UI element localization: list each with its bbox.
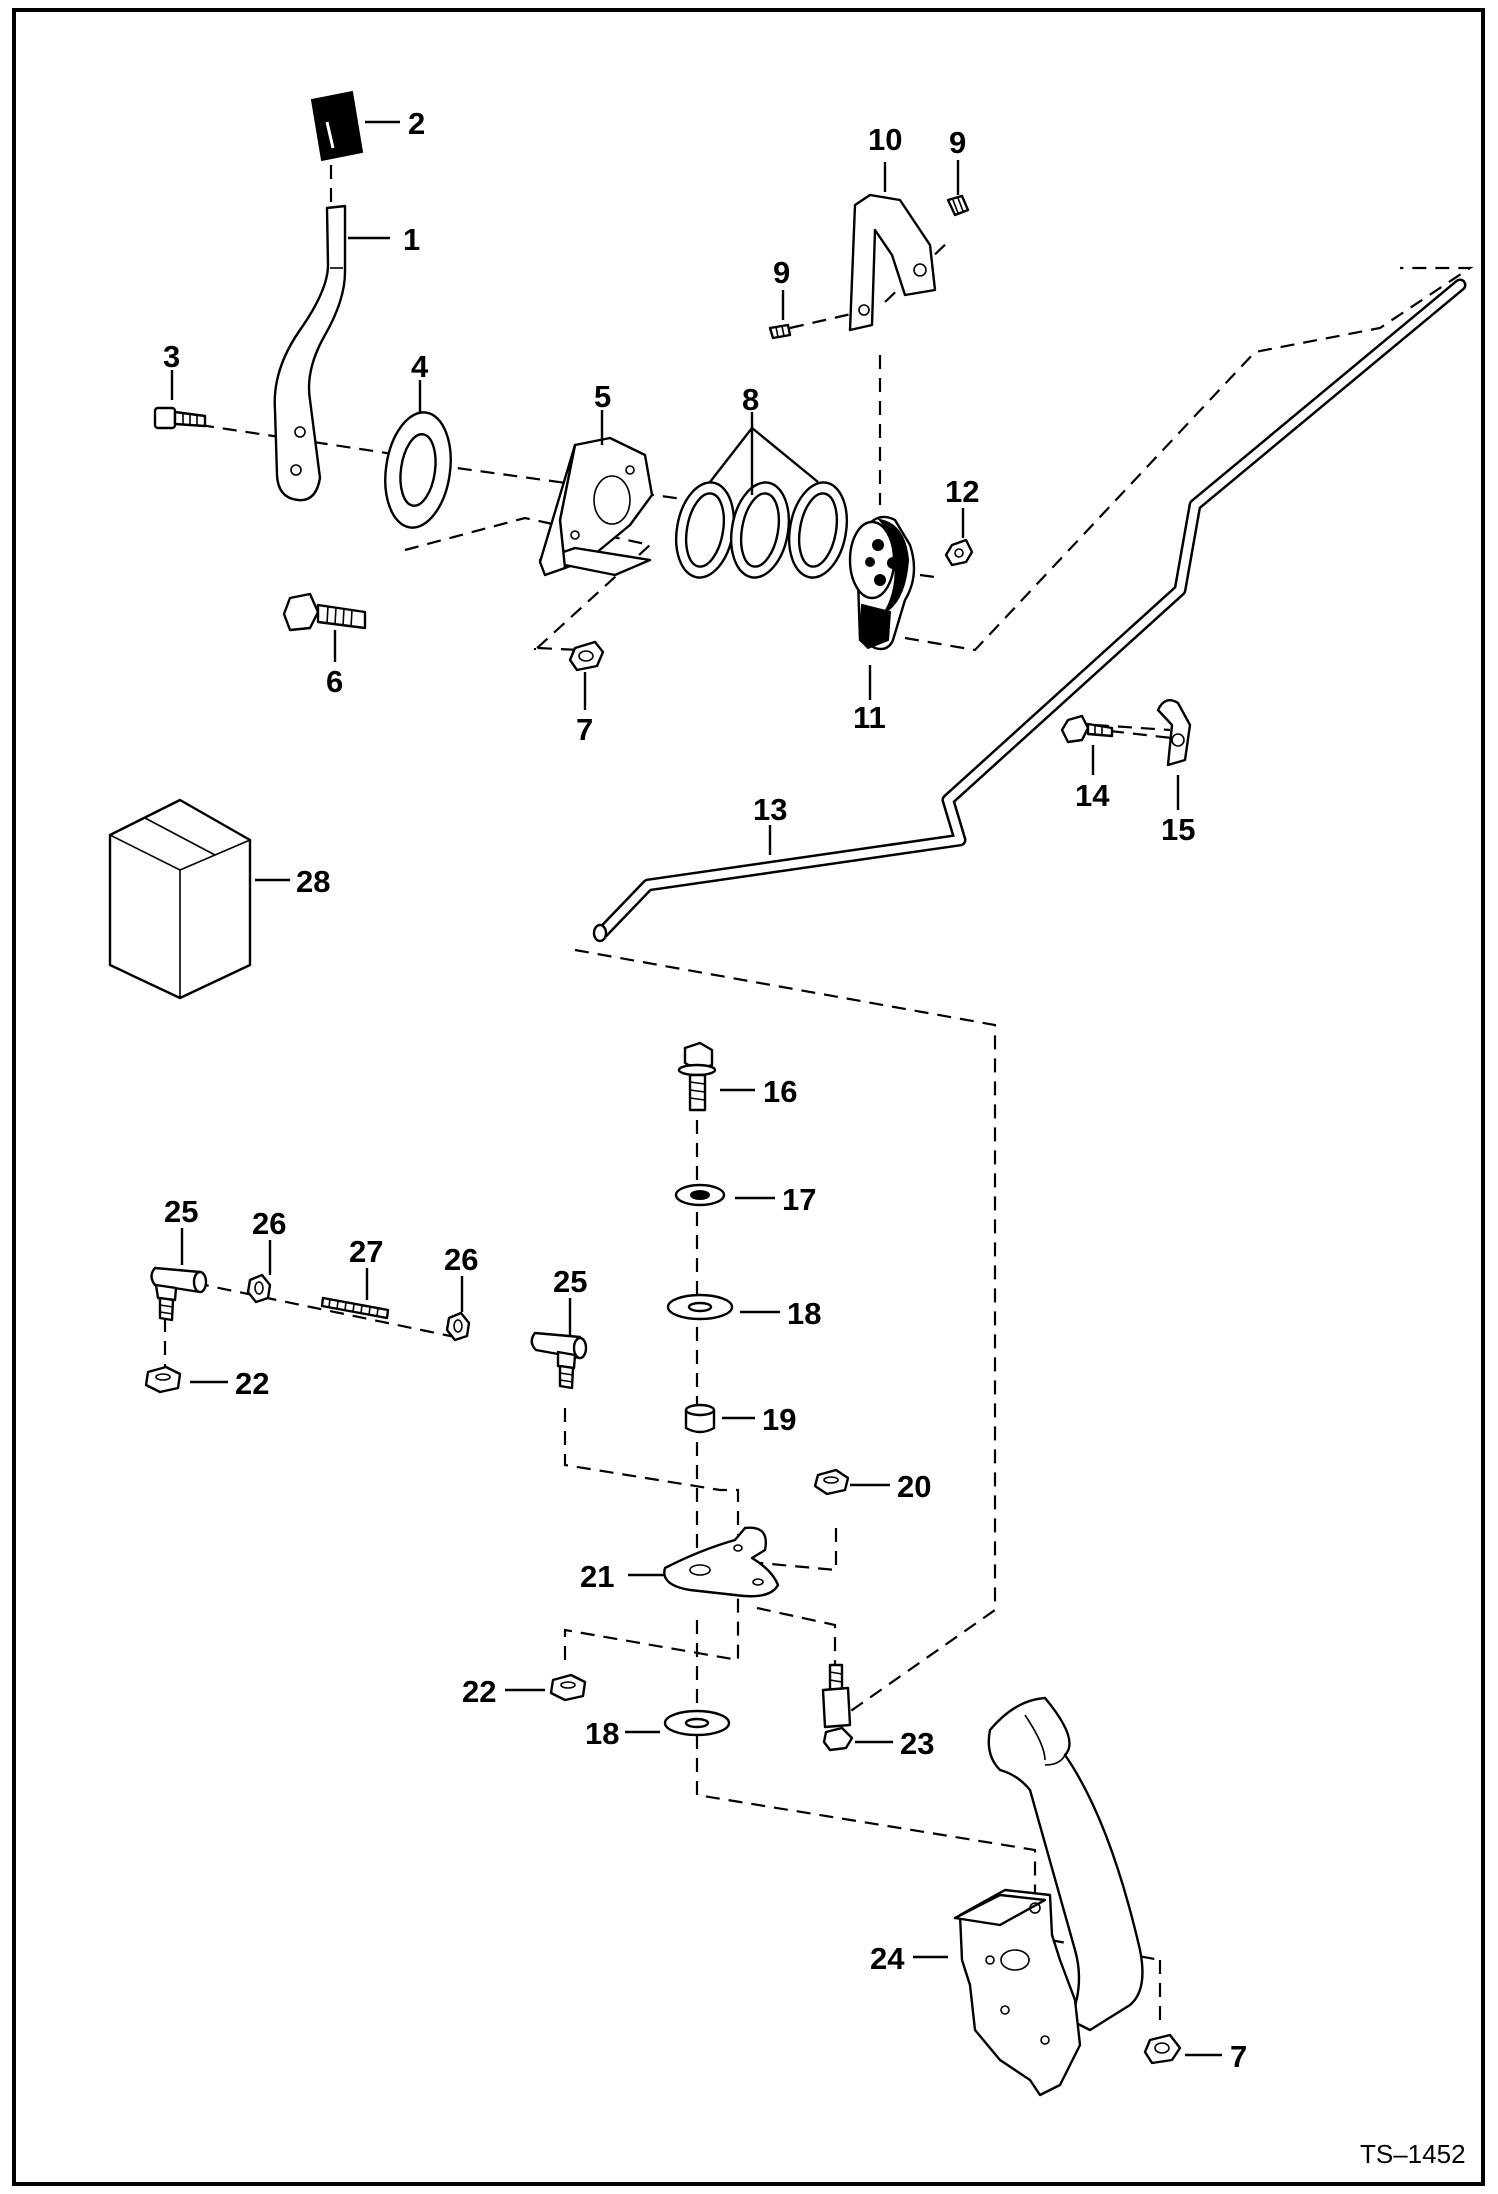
callout-3: 3 [163, 339, 180, 374]
callout-18-upper: 18 [787, 1296, 821, 1331]
nut-7-lower [1143, 2033, 1182, 2065]
callout-7-lower: 7 [1230, 2039, 1247, 2074]
callout-10: 10 [868, 122, 902, 157]
callout-28: 28 [296, 864, 330, 899]
callout-25-right: 25 [553, 1264, 587, 1299]
rod-13 [592, 278, 1467, 943]
callout-24: 24 [870, 1941, 905, 1976]
callout-20: 20 [897, 1469, 931, 1504]
callout-1: 1 [403, 222, 420, 257]
o-rings-8 [674, 481, 849, 579]
callout-25-left: 25 [164, 1194, 198, 1229]
washer-18-lower [663, 1709, 731, 1737]
bolt-6 [282, 592, 367, 632]
setscrew-9-left [768, 323, 792, 340]
screw-3 [153, 406, 207, 430]
callout-16: 16 [763, 1074, 797, 1109]
threaded-rod-27 [320, 1296, 390, 1320]
setscrew-9-right [946, 194, 970, 217]
drawing-reference-code: TS–1452 [1360, 2139, 1466, 2169]
nut-12 [944, 538, 974, 567]
callout-5: 5 [594, 379, 611, 414]
assembly-lines [163, 142, 1474, 2020]
callout-9-right: 9 [949, 125, 966, 160]
callout-19: 19 [762, 1402, 796, 1437]
washer-17 [674, 1183, 726, 1207]
bracket-10 [848, 193, 937, 332]
callout-2: 2 [408, 106, 425, 141]
washer-18-upper [666, 1293, 734, 1321]
callout-23: 23 [900, 1726, 934, 1761]
box-28 [108, 798, 252, 1000]
callout-11: 11 [853, 700, 886, 735]
callout-12: 12 [945, 474, 979, 509]
nut-22-center [549, 1673, 587, 1702]
callout-27: 27 [349, 1234, 383, 1269]
rod-end-25-left [150, 1266, 208, 1322]
swivel-23 [821, 1663, 854, 1752]
bolt-16 [677, 1041, 717, 1112]
callout-13: 13 [753, 792, 787, 827]
washer-4 [384, 411, 452, 529]
callout-17: 17 [782, 1182, 816, 1217]
callout-15: 15 [1161, 812, 1195, 847]
callout-6: 6 [326, 664, 343, 699]
callout-22-center: 22 [462, 1674, 496, 1709]
handle-24 [987, 1696, 1144, 2032]
nut-20 [813, 1468, 850, 1496]
callout-labels: 2 1 3 4 5 6 7 8 9 9 10 11 12 13 14 15 28… [163, 106, 1247, 2074]
plate-21 [663, 1526, 780, 1598]
callout-26-right: 26 [444, 1242, 478, 1277]
callout-22-left: 22 [235, 1366, 269, 1401]
callout-21: 21 [580, 1559, 614, 1594]
bracket-5 [538, 436, 654, 577]
callout-7-upper: 7 [576, 712, 593, 747]
lever-1 [273, 204, 347, 502]
diagram-border [12, 8, 1485, 2186]
nut-22-left [144, 1365, 182, 1394]
callout-9-left: 9 [773, 255, 790, 290]
nut-26-left [246, 1273, 272, 1304]
bracket-24 [953, 1888, 1082, 2097]
callout-8: 8 [742, 382, 759, 417]
spacer-19 [684, 1403, 716, 1434]
callout-4: 4 [411, 349, 429, 384]
leader-lines [170, 120, 1222, 2057]
hub-11 [848, 515, 916, 651]
rod-end-25-right [530, 1331, 588, 1390]
nut-7-upper [568, 640, 605, 672]
nut-26-right [445, 1311, 471, 1342]
callout-26-left: 26 [252, 1206, 286, 1241]
screw-14 [1060, 714, 1114, 744]
clip-15 [1156, 699, 1192, 767]
callout-14: 14 [1075, 778, 1110, 813]
callout-18-lower: 18 [585, 1716, 619, 1751]
knob-2 [310, 90, 364, 162]
